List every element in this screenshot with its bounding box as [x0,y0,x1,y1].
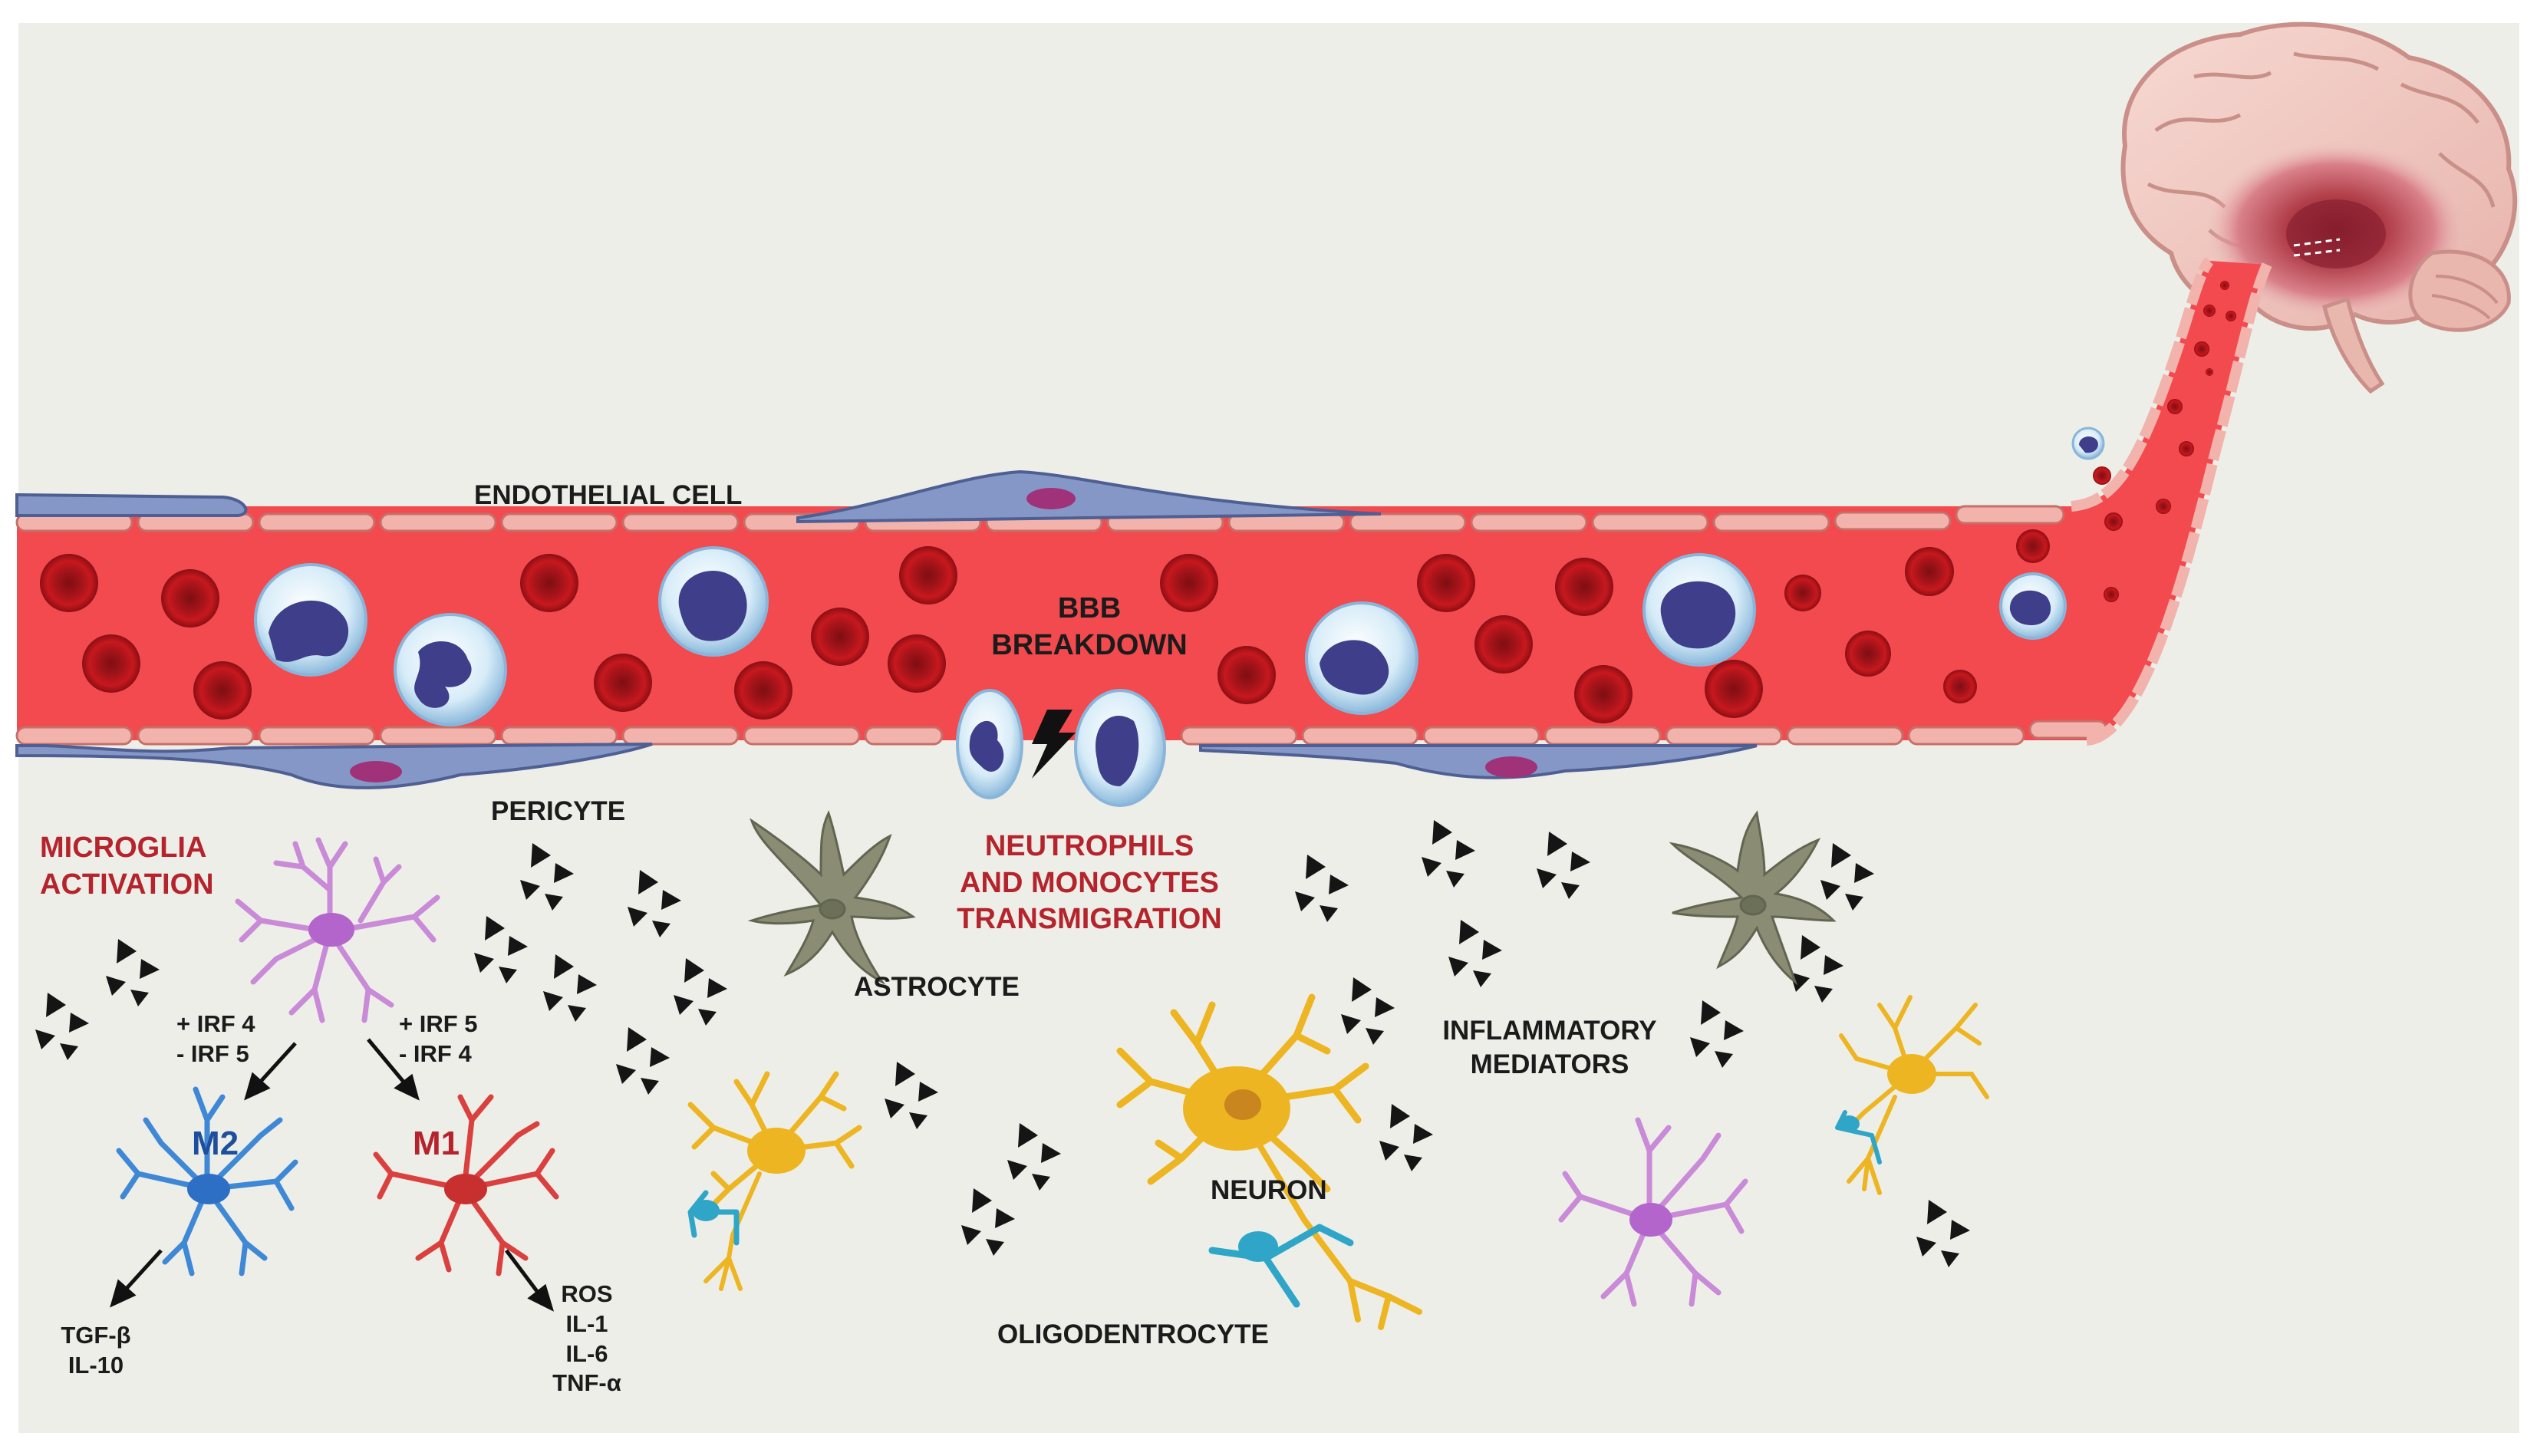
m1-irf-label: + IRF 5 - IRF 4 [399,1010,478,1069]
inflammatory-mediators-line2: MEDIATORS [1470,1049,1629,1079]
microglia-m1 [373,1094,559,1276]
m2-output-line2: IL-10 [68,1351,124,1379]
transmigration-label: NEUTROPHILS AND MONOCYTES TRANSMIGRATION [936,828,1243,938]
inflammatory-mediators-line1: INFLAMMATORY [1442,1016,1657,1046]
m1-output-label: ROS IL-1 IL-6 TNF-α [537,1280,637,1398]
pericytes [15,469,1758,789]
transmigration-line1: NEUTROPHILS [984,830,1194,862]
inflammatory-mediators-label: INFLAMMATORY MEDIATORS [1435,1014,1665,1082]
activation-arrows [110,1038,555,1312]
m2-output-label: TGF-β IL-10 [46,1321,146,1381]
red-blood-cells [40,281,2236,723]
pericyte-label: PERICYTE [491,796,626,826]
oligodendrocyte-label: OLIGODENTROCYTE [997,1319,1269,1349]
m1-label: M1 [413,1125,460,1162]
bbb-breakdown-line2: BREAKDOWN [991,628,1188,661]
neuron-label: NEURON [1211,1175,1327,1205]
m1-output-line2: IL-1 [565,1309,608,1337]
microglia-resting [235,837,440,1023]
m2-output-line1: TGF-β [61,1322,131,1349]
transmigration-line2: AND MONOCYTES [960,866,1219,899]
bbb-breakdown-label: BBB BREAKDOWN [970,591,1208,664]
m1-output-line3: IL-6 [565,1339,608,1367]
microglia [116,837,1748,1307]
m1-output-line4: TNF-α [552,1369,621,1397]
bbb-breakdown-line1: BBB [1057,592,1122,624]
m2-label: M2 [192,1125,239,1162]
endothelial-cell-label: ENDOTHELIAL CELL [474,480,743,510]
neurons [687,993,1989,1330]
astrocyte-label: ASTROCYTE [854,972,1020,1002]
leukocytes [254,427,2105,807]
m1-irf-line1: + IRF 5 [399,1010,478,1037]
microglia-activation-label: MICROGLIA ACTIVATION [40,830,214,903]
brain-illustration [2120,21,2518,394]
m2-irf-line1: + IRF 4 [176,1010,255,1037]
m2-irf-label: + IRF 4 - IRF 5 [176,1010,255,1069]
m1-irf-line2: - IRF 4 [399,1039,472,1067]
microglia-resting-right [1558,1117,1748,1307]
microglia-activation-line2: ACTIVATION [40,868,214,901]
transmigration-line3: TRANSMIGRATION [957,903,1222,935]
m1-output-line1: ROS [561,1280,613,1307]
astrocytes [747,810,1837,986]
m2-irf-line2: - IRF 5 [176,1039,249,1067]
microglia-activation-line1: MICROGLIA [40,832,207,864]
microglia-m2 [116,1086,298,1276]
